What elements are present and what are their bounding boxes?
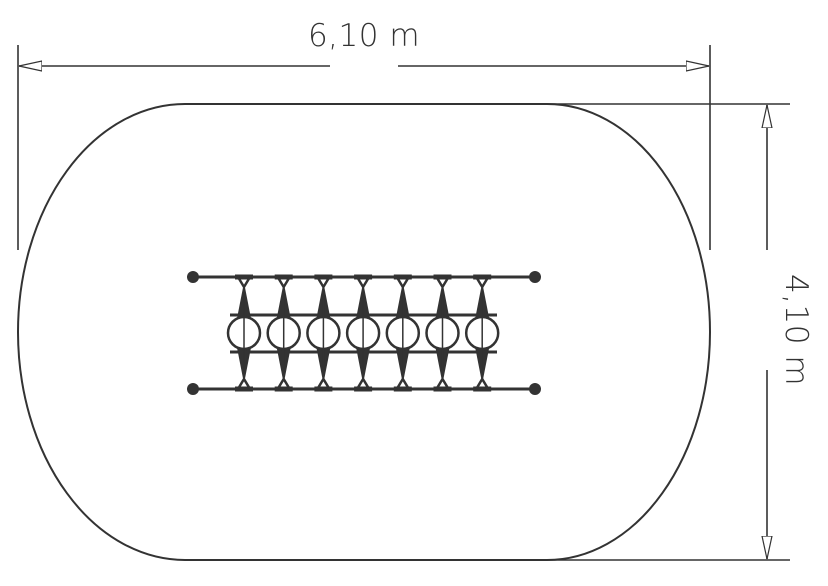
rope-bridge-equipment [187, 271, 541, 395]
anchor-top-left [187, 271, 199, 283]
net-post [306, 274, 341, 392]
anchor-bottom-right [529, 383, 541, 395]
net-post [266, 274, 301, 392]
height-dimension: 4,10 m [547, 103, 814, 561]
net-post [345, 274, 381, 392]
net-post [226, 274, 262, 392]
width-label: 6,10 m [308, 18, 420, 54]
anchor-top-right [529, 271, 541, 283]
height-label: 4,10 m [778, 274, 814, 386]
net-post [464, 274, 500, 392]
width-dimension: 6,10 m [17, 18, 711, 250]
net-posts [226, 274, 500, 392]
anchor-bottom-left [187, 383, 199, 395]
net-post [385, 274, 421, 392]
net-post [425, 274, 460, 392]
